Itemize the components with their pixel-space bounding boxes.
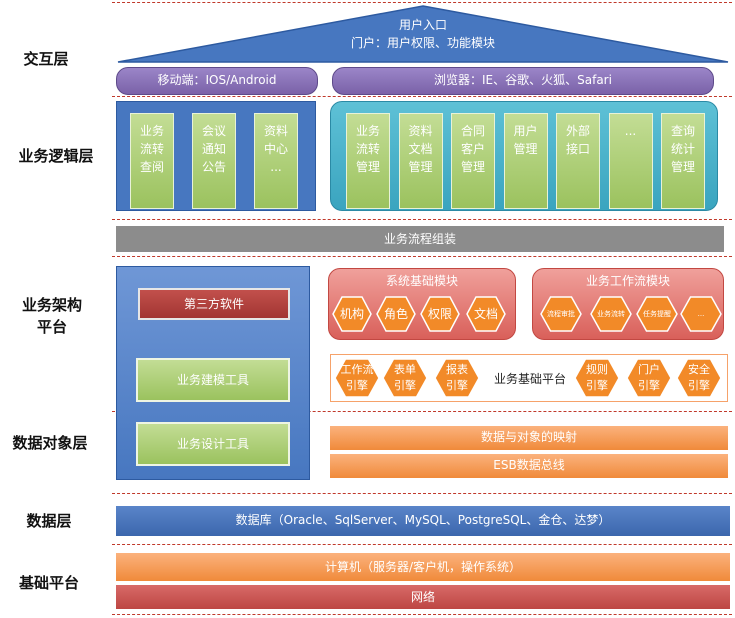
hexagon-module: ... xyxy=(680,296,722,332)
logic-module-card: ... xyxy=(608,113,653,209)
hexagon-label: 文档 xyxy=(473,307,498,321)
logic-module-card: 资料 文档 管理 xyxy=(398,113,443,209)
separator-line xyxy=(112,411,732,412)
hexagon-module: 报表 引擎 xyxy=(434,358,480,398)
hexagon-module: 角色 xyxy=(376,296,416,332)
layer-label-business-framework: 业务架构 平台 xyxy=(21,296,82,336)
logic-module-card: 用户 管理 xyxy=(503,113,548,209)
third-party-software-box: 第三方软件 xyxy=(138,288,290,320)
portal-subtitle: 门户：用户权限、功能模块 xyxy=(350,36,495,50)
hexagon-module: 表单 引擎 xyxy=(382,358,428,398)
logic-module-card: 业务 流转 管理 xyxy=(346,113,390,209)
hexagon-module: 门户 引擎 xyxy=(626,358,672,398)
esb-bus-bar: ESB数据总线 xyxy=(330,454,728,478)
separator-line xyxy=(112,96,732,97)
logic-module-card: 业务 流转 查阅 xyxy=(130,113,174,209)
hexagon-label: 工作流 引擎 xyxy=(340,363,374,392)
hexagon-label: 表单 引擎 xyxy=(394,363,416,392)
portal-title: 用户入口 xyxy=(398,18,447,32)
hexagon-module: 任务提醒 xyxy=(636,296,678,332)
separator-line xyxy=(112,219,732,220)
separator-line xyxy=(112,614,732,615)
hexagon-module: 机构 xyxy=(332,296,372,332)
logic-module-card: 合同 客户 管理 xyxy=(451,113,495,209)
base-platform-label: 业务基础平台 xyxy=(493,372,566,386)
hexagon-label: 任务提醒 xyxy=(643,310,671,318)
hexagon-module: 业务流转 xyxy=(590,296,632,332)
logic-module-card: 查询 统计 管理 xyxy=(661,113,705,209)
system-base-module-title: 系统基础模块 xyxy=(385,274,458,288)
hexagon-label: ... xyxy=(697,310,705,318)
hexagon-label: 角色 xyxy=(383,307,408,321)
portal-roof xyxy=(117,5,729,63)
hexagon-label: 权限 xyxy=(427,307,452,321)
data-object-mapping-bar: 数据与对象的映射 xyxy=(330,426,728,450)
hexagon-label: 流程审批 xyxy=(547,310,575,318)
hexagon-module: 流程审批 xyxy=(540,296,582,332)
hexagon-label: 规则 引擎 xyxy=(586,363,608,392)
layer-label-interaction: 交互层 xyxy=(23,50,69,68)
database-bar: 数据库（Oracle、SqlServer、MySQL、PostgreSQL、金仓… xyxy=(116,506,730,536)
separator-line xyxy=(112,493,732,494)
process-assembly-bar: 业务流程组装 xyxy=(116,226,724,252)
layer-label-data: 数据层 xyxy=(26,512,72,530)
logic-module-card: 资料 中心 ... xyxy=(254,113,298,209)
computer-bar: 计算机（服务器/客户机，操作系统） xyxy=(116,553,730,581)
hexagon-label: 报表 引擎 xyxy=(446,363,468,392)
network-bar: 网络 xyxy=(116,585,730,609)
mobile-client-pill: 移动端：IOS/Android xyxy=(116,67,318,95)
hexagon-label: 门户 引擎 xyxy=(638,363,660,392)
logic-module-card: 外部 接口 xyxy=(556,113,600,209)
layer-label-data-object: 数据对象层 xyxy=(12,434,88,452)
hexagon-module: 权限 xyxy=(420,296,460,332)
hexagon-module: 文档 xyxy=(466,296,506,332)
hexagon-module: 安全 引擎 xyxy=(676,358,722,398)
workflow-module-title: 业务工作流模块 xyxy=(585,274,670,288)
layer-label-business-logic: 业务逻辑层 xyxy=(18,147,94,165)
browser-client-pill: 浏览器：IE、谷歌、火狐、Safari xyxy=(332,67,714,95)
layer-label-infrastructure: 基础平台 xyxy=(18,574,79,592)
separator-line xyxy=(112,544,732,545)
logic-module-card: 会议 通知 公告 xyxy=(192,113,236,209)
hexagon-module: 工作流 引擎 xyxy=(334,358,380,398)
hexagon-label: 业务流转 xyxy=(597,310,625,318)
design-tool-box: 业务设计工具 xyxy=(136,422,290,466)
separator-line xyxy=(112,2,732,3)
hexagon-label: 机构 xyxy=(339,307,364,321)
separator-line xyxy=(112,256,732,257)
hexagon-label: 安全 引擎 xyxy=(688,363,710,392)
hexagon-module: 规则 引擎 xyxy=(574,358,620,398)
modeling-tool-box: 业务建模工具 xyxy=(136,358,290,402)
